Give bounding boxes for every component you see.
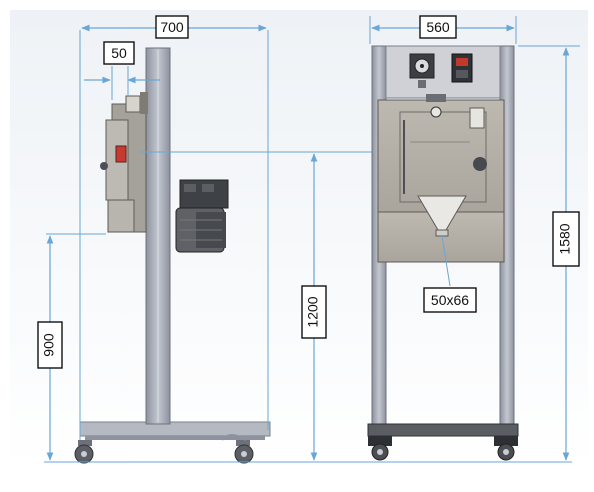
- power-switch-icon: [451, 53, 473, 83]
- label-side-width: 700: [160, 19, 184, 35]
- dimension-front-height: 1580: [518, 45, 580, 461]
- dimension-outlet: 50x66: [423, 235, 477, 313]
- side-view: 700 50 900: [37, 15, 271, 464]
- dimension-side-width: 700: [79, 15, 269, 440]
- front-view: 560 1580 50x66: [367, 15, 580, 461]
- feeder-unit: [100, 92, 148, 233]
- motor-icon: [175, 179, 229, 253]
- label-outlet: 50x66: [431, 292, 469, 308]
- dimension-front-width: 560: [369, 15, 517, 44]
- gauge-icon: [409, 53, 435, 88]
- side-base-shadow: [85, 436, 265, 440]
- front-base: [367, 423, 519, 437]
- label-front-height: 1580: [557, 223, 573, 254]
- label-front-width: 560: [426, 19, 450, 35]
- dimension-offset: 50: [84, 41, 160, 100]
- side-base-beam: [79, 421, 271, 437]
- caster-wheel-icon: [494, 436, 518, 461]
- label-center-height: 1200: [305, 296, 321, 327]
- caster-wheel-icon: [74, 440, 94, 464]
- caster-wheel-icon: [368, 436, 392, 461]
- caster-wheel-icon: [221, 434, 254, 464]
- dimension-side-height: 900: [37, 233, 106, 461]
- dimension-center-height: 1200: [140, 151, 378, 461]
- red-knob: [115, 145, 127, 163]
- label-offset: 50: [111, 45, 127, 61]
- control-box: [385, 45, 501, 99]
- label-side-height: 900: [41, 333, 57, 357]
- hopper-icon: [417, 195, 467, 237]
